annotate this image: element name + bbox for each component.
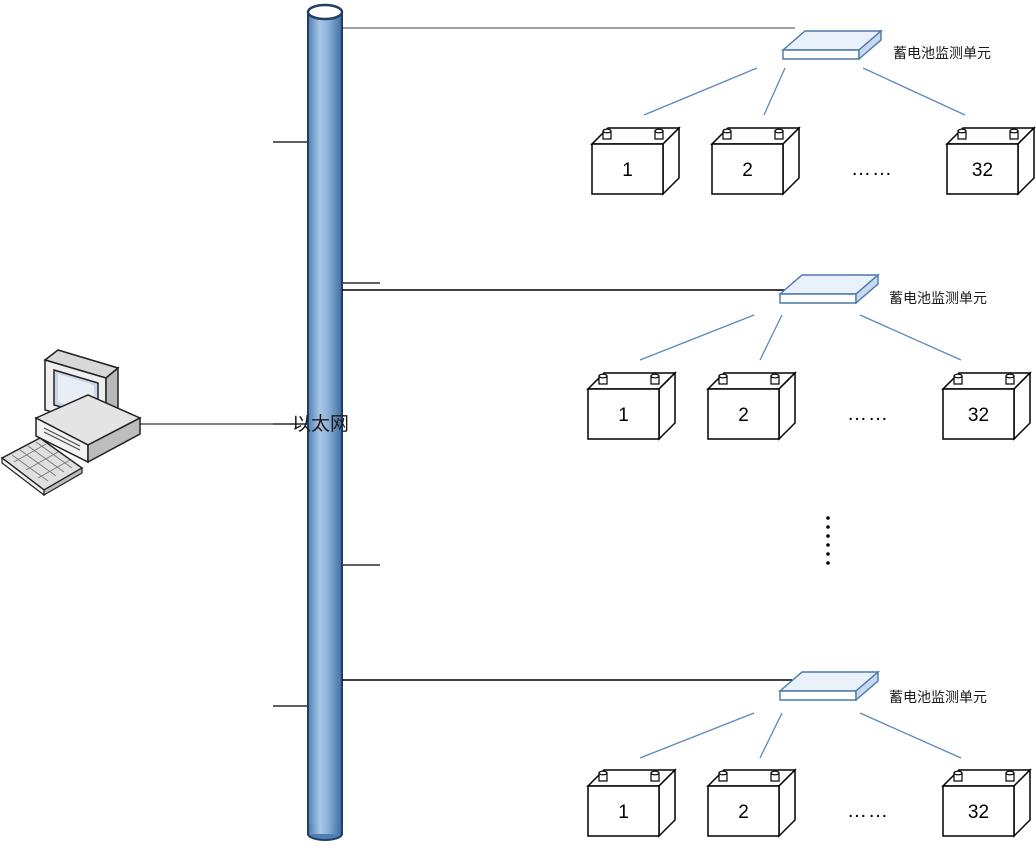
unit-links <box>643 67 966 116</box>
battery-icon: 32 <box>945 126 1036 196</box>
battery-group: 蓄电池监测单元 1 2 32 …… <box>586 273 1032 441</box>
monitoring-unit-label: 蓄电池监测单元 <box>893 46 991 62</box>
trunk-wires <box>342 27 795 681</box>
monitoring-unit-icon <box>781 29 883 61</box>
battery-number: 2 <box>742 160 753 181</box>
unit-links <box>639 314 962 361</box>
vertical-ellipsis <box>826 516 830 565</box>
battery-icon: 32 <box>941 768 1032 838</box>
monitoring-unit-label: 蓄电池监测单元 <box>889 690 987 706</box>
battery-number: 32 <box>968 802 989 823</box>
bus-stubs-right <box>342 282 380 566</box>
battery-number: 1 <box>622 160 633 181</box>
battery-groups: 蓄电池监测单元 1 2 32 …… 蓄电池监测单元 1 2 32 …… 蓄电池监测单元 1 2 32 …… <box>586 29 1036 838</box>
unit-links <box>639 712 962 759</box>
monitoring-unit-icon <box>778 670 880 702</box>
battery-number: 2 <box>738 802 749 823</box>
battery-ellipsis: …… <box>851 158 893 180</box>
battery-number: 32 <box>968 405 989 426</box>
battery-number: 1 <box>618 802 629 823</box>
battery-group: 蓄电池监测单元 1 2 32 …… <box>590 29 1036 196</box>
battery-number: 2 <box>738 405 749 426</box>
battery-number: 32 <box>972 160 993 181</box>
battery-number: 1 <box>618 405 629 426</box>
battery-icon: 2 <box>710 126 801 196</box>
battery-ellipsis: …… <box>847 403 889 425</box>
bus-stubs-left <box>273 141 308 707</box>
battery-ellipsis: …… <box>847 800 889 822</box>
network-label: 以太网 <box>292 413 349 435</box>
battery-icon: 1 <box>586 768 677 838</box>
computer-icon <box>0 349 142 497</box>
battery-icon: 1 <box>590 126 681 196</box>
battery-icon: 2 <box>706 768 797 838</box>
battery-group: 蓄电池监测单元 1 2 32 …… <box>586 670 1032 838</box>
monitoring-unit-label: 蓄电池监测单元 <box>889 291 987 307</box>
battery-icon: 1 <box>586 371 677 441</box>
monitoring-unit-icon <box>778 273 880 305</box>
ethernet-bus <box>306 3 344 841</box>
battery-icon: 32 <box>941 371 1032 441</box>
battery-icon: 2 <box>706 371 797 441</box>
